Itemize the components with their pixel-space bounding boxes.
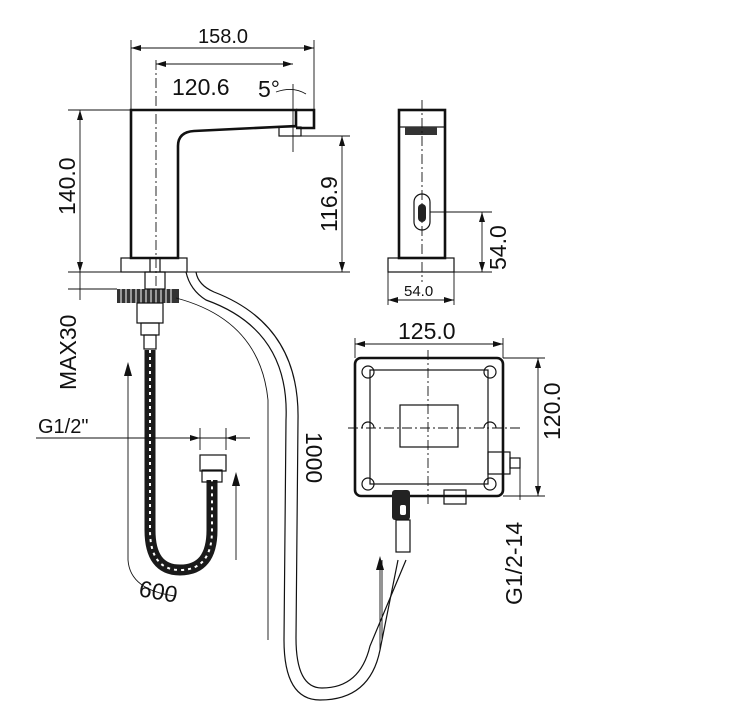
control-box <box>348 350 521 553</box>
sensor-cable <box>175 271 407 701</box>
dim-sensor-height: 54.0 <box>485 225 511 270</box>
faucet-front-view <box>387 100 455 282</box>
dim-spout-length: 158.0 <box>198 26 248 48</box>
flex-hose <box>144 350 227 576</box>
dim-outlet-height: 116.9 <box>316 176 342 232</box>
dimension-lines <box>36 40 545 650</box>
dim-spout-angle: 5° <box>258 76 280 102</box>
dim-spout-reach: 120.6 <box>172 74 230 100</box>
dim-body-width: 54.0 <box>404 283 433 300</box>
dim-box-height: 120.0 <box>539 382 565 440</box>
dim-flex-hose: 600 <box>137 575 179 607</box>
arrowheads <box>77 45 541 570</box>
dim-body-height: 140.0 <box>54 157 80 215</box>
dim-max-deck: MAX30 <box>55 315 81 390</box>
dimension-labels: 158.0 120.6 5° 140.0 116.9 54.0 54.0 MAX… <box>38 26 565 608</box>
dim-box-width: 125.0 <box>398 318 456 344</box>
dim-cable-length: 1000 <box>301 432 327 483</box>
dim-box-inlet: G1/2-14 <box>501 522 527 605</box>
faucet-side-view <box>117 60 316 350</box>
dim-inlet-thread: G1/2" <box>38 416 88 438</box>
